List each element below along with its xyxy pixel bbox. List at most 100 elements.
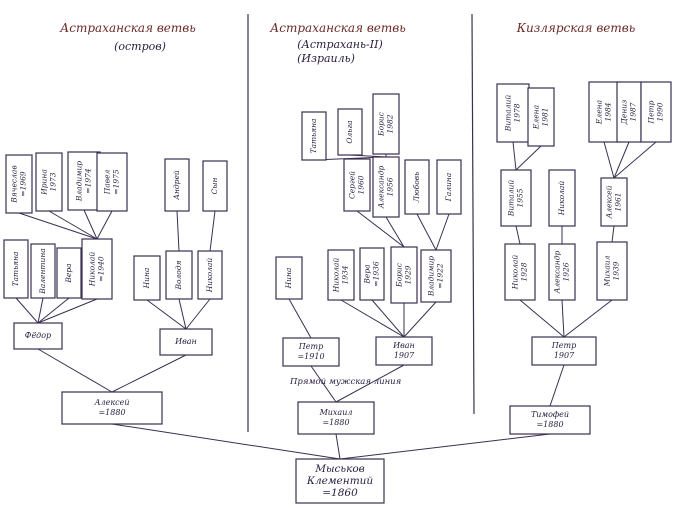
branch-header: Астраханская ветвь — [59, 21, 196, 35]
person-name: =1922 — [436, 263, 445, 289]
person-box — [81, 238, 113, 300]
tree-edge — [340, 299, 405, 338]
tree-edge — [18, 212, 98, 240]
person-name: 1987 — [629, 102, 638, 121]
person-name: =1880 — [322, 418, 349, 427]
tree-edge — [561, 299, 565, 338]
person-name: Вера — [64, 263, 73, 283]
tree-edge — [603, 141, 615, 179]
person-node: Нина — [275, 256, 303, 300]
person-name: Любовь — [412, 172, 421, 203]
person-box — [5, 154, 33, 214]
person-name: Виталий — [504, 95, 513, 133]
person-name: 1926 — [562, 262, 571, 281]
person-box — [504, 243, 536, 301]
tree-edge — [37, 298, 98, 324]
tree-edge — [37, 297, 70, 324]
tree-edge — [111, 423, 341, 460]
person-name: Иван — [392, 341, 415, 350]
tree-edge — [335, 364, 405, 403]
person-name: 1978 — [513, 103, 522, 122]
tree-edge — [15, 297, 39, 324]
person-name: Борис — [377, 111, 386, 137]
person-name: 1939 — [612, 261, 621, 280]
tree-edge — [310, 365, 337, 403]
tree-edge — [512, 141, 517, 171]
person-box — [548, 243, 576, 301]
person-name: =1940 — [97, 256, 106, 282]
person-node: Николай — [197, 250, 223, 300]
person-name: =1936 — [372, 261, 381, 287]
person-name: 1929 — [404, 265, 413, 284]
person-name: Петр — [647, 100, 656, 124]
tree-edge — [288, 298, 312, 339]
person-box — [500, 169, 532, 227]
person-name: =1969 — [19, 171, 28, 197]
person-node: Володя — [165, 250, 193, 300]
person-name: Николай — [511, 255, 520, 291]
person-name: Иван — [174, 337, 197, 346]
person-name: Сергей — [348, 171, 357, 199]
branch-header: Астраханская ветвь — [269, 21, 406, 35]
person-name: Александр — [553, 251, 562, 295]
person-box — [404, 159, 430, 215]
tree-edge — [549, 364, 565, 407]
person-name: Фёдор — [25, 331, 51, 340]
person-name: Владимир — [75, 161, 84, 202]
tree-edge — [611, 225, 615, 243]
person-name: Татьяна — [309, 118, 318, 153]
branch-divider — [471, 13, 475, 415]
tree-edge — [435, 213, 450, 251]
person-box — [527, 87, 555, 147]
person-name: =1860 — [322, 487, 358, 499]
person-name: Елена — [595, 100, 604, 125]
person-name: =1974 — [84, 168, 93, 194]
tree-edge — [176, 210, 180, 252]
tree-edge — [613, 141, 630, 179]
person-name: Николай — [88, 252, 97, 288]
tree-edge — [515, 145, 542, 171]
person-name: 1981 — [541, 107, 550, 126]
person-box — [390, 246, 418, 304]
branch-subheader: (Астрахань-II) — [297, 38, 383, 51]
person-node: Николай — [548, 169, 576, 227]
person-name: =1880 — [536, 420, 563, 429]
person-node: Ольга — [337, 108, 363, 156]
person-box — [164, 158, 190, 212]
branch-subheader: (Израиль) — [297, 52, 355, 65]
person-name: Нина — [284, 268, 293, 290]
person-box — [600, 177, 628, 227]
person-name: Вера — [363, 264, 372, 284]
person-name: Алексей — [93, 398, 129, 407]
tree-edge — [83, 209, 98, 240]
person-box — [159, 328, 213, 356]
person-box — [282, 337, 340, 367]
person-name: Мыськов — [314, 463, 365, 475]
person-name: Владимир — [427, 256, 436, 297]
tree-edge — [339, 433, 551, 460]
person-name: 1982 — [386, 114, 395, 133]
person-name: Нина — [142, 268, 151, 290]
person-name: 1907 — [554, 351, 575, 360]
person-node: Вера — [56, 247, 82, 299]
person-name: Михаил — [603, 255, 612, 287]
person-node: Сын — [202, 160, 228, 212]
person-name: Николай — [205, 258, 214, 294]
person-box — [372, 93, 400, 155]
male-line-annotation: Прямой мужская линия — [289, 377, 402, 387]
person-name: =1880 — [98, 408, 125, 417]
person-box — [343, 158, 371, 212]
tree-edge — [371, 299, 405, 338]
person-name: 1956 — [386, 177, 395, 196]
person-node: Владимир=1974 — [67, 151, 101, 211]
